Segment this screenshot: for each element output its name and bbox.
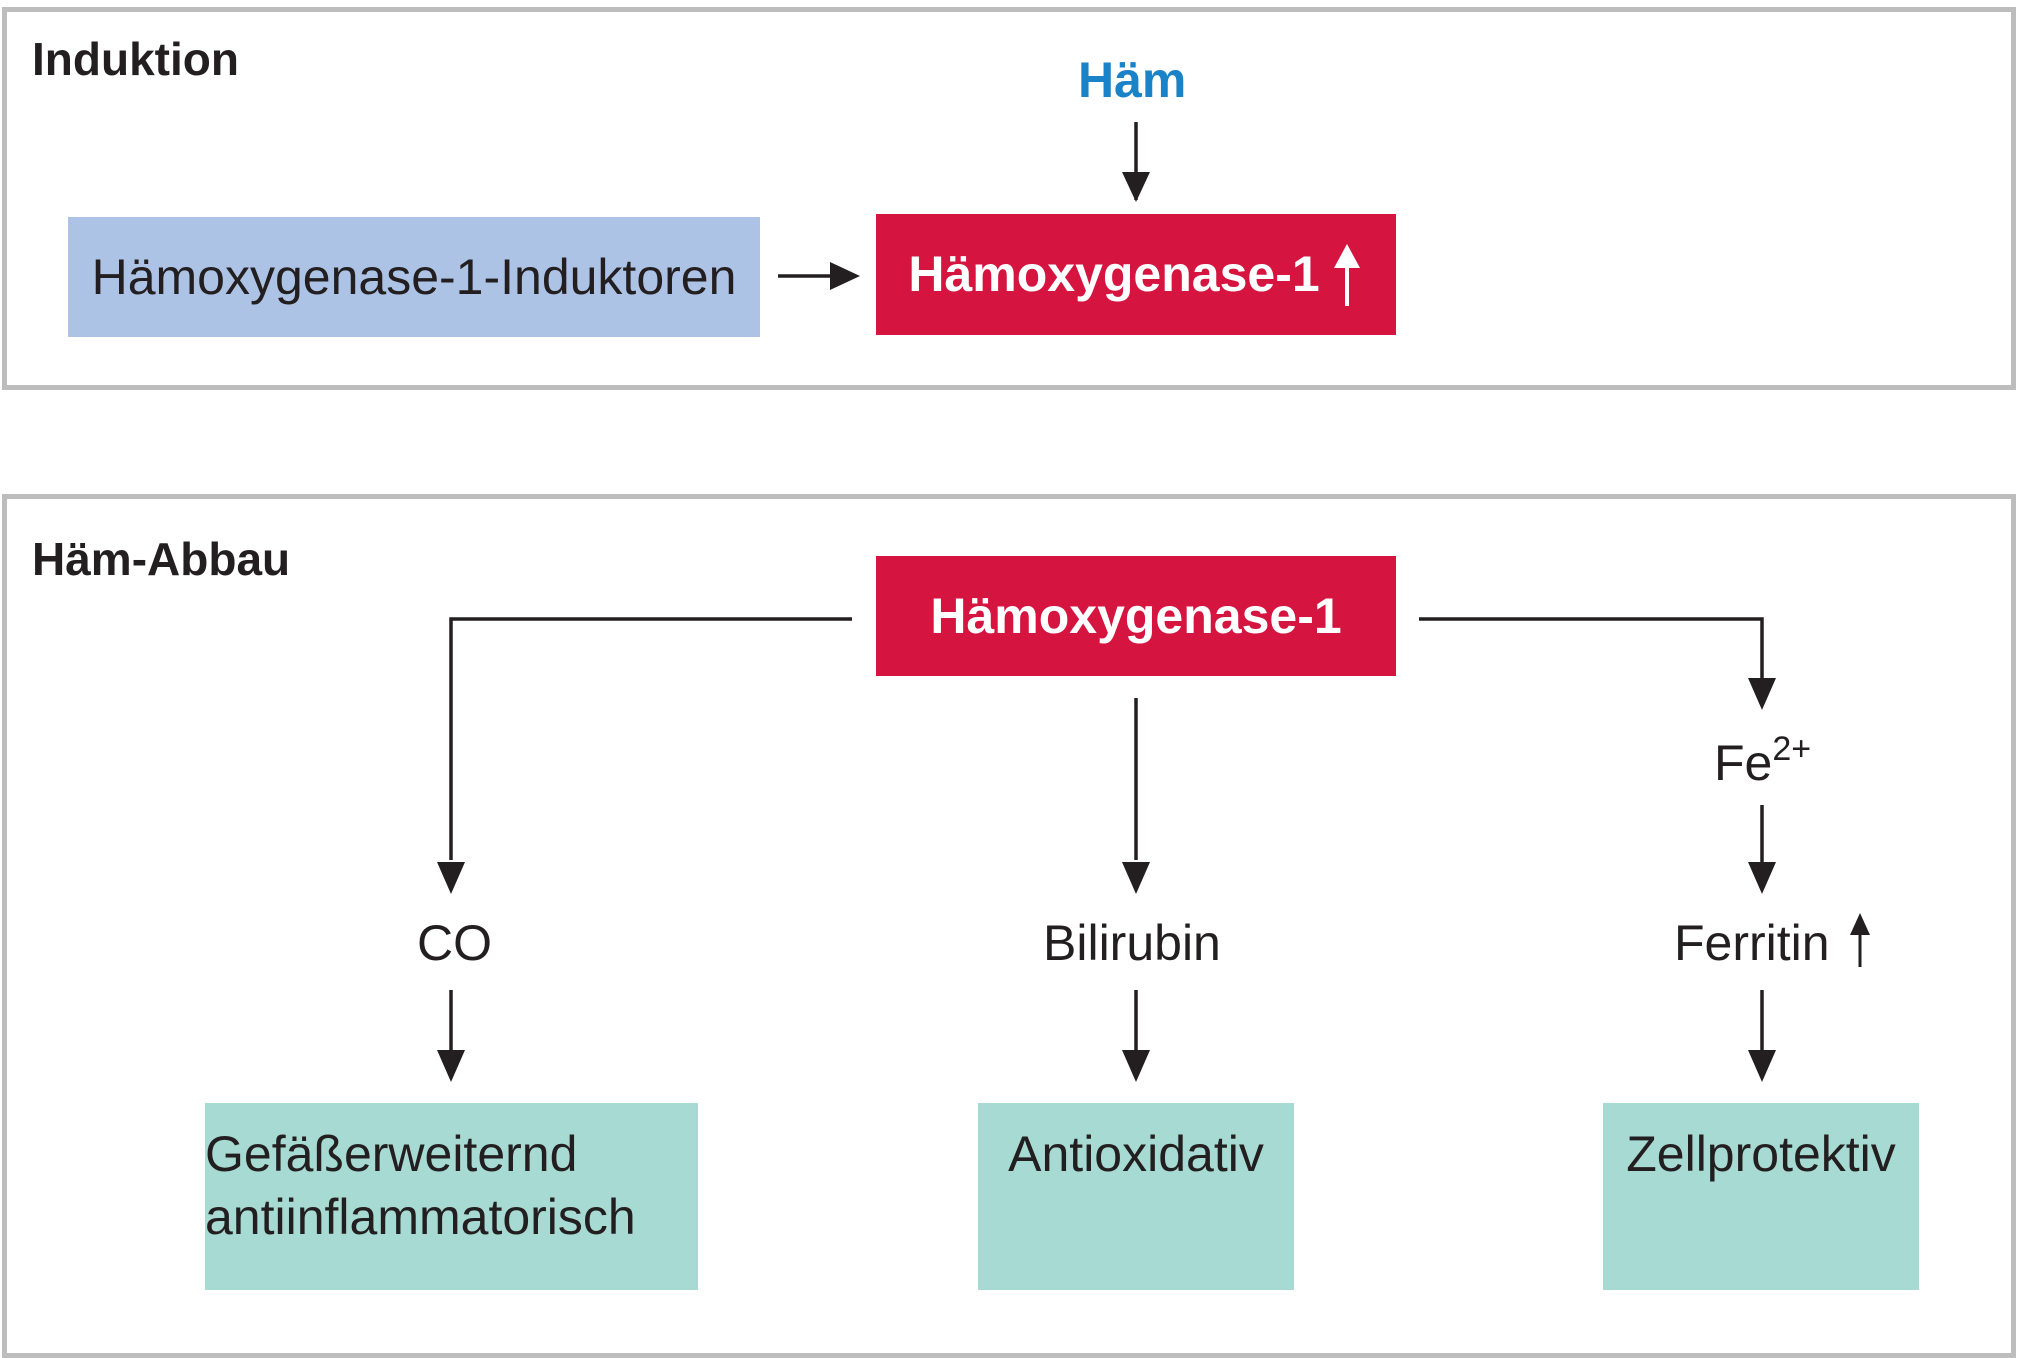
degradation-enzyme-box: Hämoxygenase-1: [876, 556, 1396, 676]
inducers-box-label: Hämoxygenase-1-Induktoren: [91, 248, 737, 305]
iron-charge: 2+: [1772, 730, 1812, 768]
arrowhead-bilirubin: [1122, 862, 1150, 894]
arrowhead-co: [437, 862, 465, 894]
bilirubin-label: Bilirubin: [1043, 915, 1221, 971]
arrowhead-co-effect: [437, 1050, 465, 1082]
arrowhead-bilirubin-effect: [1122, 1050, 1150, 1082]
increase-arrow-icon: [1333, 243, 1360, 306]
arrowhead-ferritin-effect: [1748, 1050, 1776, 1082]
haem-label: Häm: [1078, 52, 1187, 108]
arrowhead-haem: [1122, 172, 1150, 202]
vasodilating-line1: Gefäßerweiternd: [205, 1126, 578, 1182]
induction-enzyme-box: Hämoxygenase-1: [876, 214, 1396, 335]
antioxidative-box: Antioxidativ: [978, 1103, 1294, 1290]
line-enzyme-to-iron: [1419, 617, 1764, 678]
antioxidative-label: Antioxidativ: [1008, 1126, 1264, 1182]
arrowhead-ferritin: [1748, 862, 1776, 894]
induction-title: Induktion: [32, 33, 239, 85]
ferritin-label: Ferritin: [1674, 912, 1873, 971]
ferritin-increase-arrow-icon: [1850, 912, 1871, 967]
cytoprotective-label: Zellprotektiv: [1626, 1126, 1896, 1182]
inducers-box: Hämoxygenase-1-Induktoren: [68, 217, 760, 337]
arrowhead-inducers: [830, 262, 860, 290]
co-label: CO: [417, 915, 492, 971]
degradation-enzyme-label: Hämoxygenase-1: [930, 587, 1342, 644]
cytoprotective-box: Zellprotektiv: [1603, 1103, 1919, 1290]
arrowhead-iron: [1748, 678, 1776, 710]
induction-enzyme-label: Hämoxygenase-1: [908, 246, 1320, 303]
ferritin-text: Ferritin: [1674, 915, 1830, 971]
vasodilating-line2: antiinflammatorisch: [205, 1188, 636, 1245]
iron-label: Fe2+: [1714, 732, 1811, 791]
iron-symbol: Fe: [1714, 735, 1773, 791]
vasodilating-box: Gefäßerweiternd antiinflammatorisch: [205, 1103, 698, 1290]
line-enzyme-to-co: [449, 617, 852, 860]
degradation-title: Häm-Abbau: [32, 533, 291, 585]
